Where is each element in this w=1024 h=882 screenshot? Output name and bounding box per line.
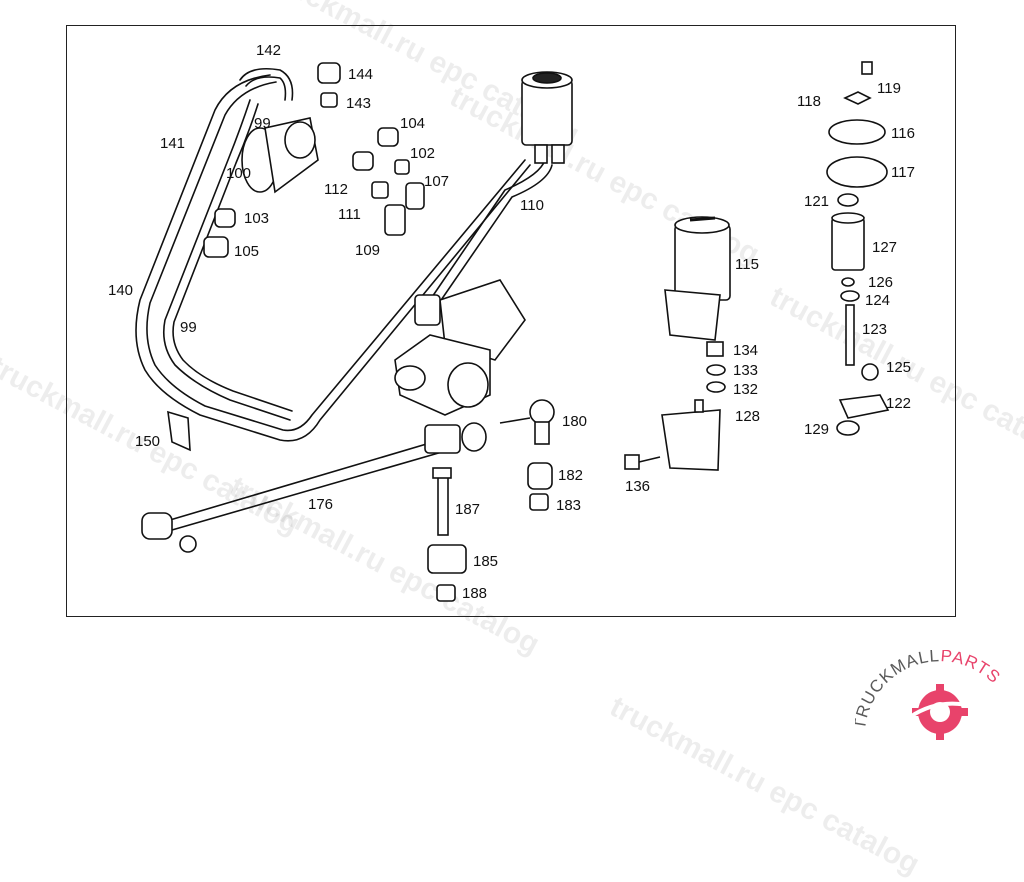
part-label: 99 [254,115,271,132]
part-label: 115 [735,256,759,273]
part-label: 104 [400,115,426,132]
part-label: 125 [886,359,912,376]
part-label: 141 [160,135,186,152]
part-label: 126 [868,274,894,291]
ball-joint-180 [499,399,555,445]
part-label: 183 [556,497,582,514]
part-label: 150 [135,433,161,450]
part-label: 102 [410,145,436,162]
part-label: 142 [256,42,282,59]
part-label: 136 [625,478,651,495]
boot-182 [527,462,553,511]
parts-diagram [135,61,890,602]
clamp-185 [427,467,467,602]
pump-100 [241,117,319,194]
part-label: 122 [886,395,912,412]
part-label: 124 [865,292,891,309]
part-label: 129 [804,421,830,438]
gear-icon [908,684,976,740]
washers [706,341,726,393]
bolt-136 [624,454,661,470]
steering-gear [394,279,526,416]
hose-110b [436,164,553,307]
part-label: 144 [348,66,374,83]
part-label: 176 [308,496,334,513]
part-label: 188 [462,585,488,602]
hose-140 [135,74,531,442]
cap-stack [826,61,890,436]
part-label: 132 [733,381,759,398]
fittings [203,62,425,258]
part-label: 99 [180,319,197,336]
part-label: 187 [455,501,481,518]
part-label: 107 [424,173,450,190]
part-label: 117 [891,164,915,181]
filter-115 [664,216,731,341]
part-label: 180 [562,413,588,430]
part-label: 133 [733,362,759,379]
part-label: 128 [735,408,761,425]
part-label: 100 [226,165,252,182]
tie-rod-end [424,422,487,454]
part-label: 127 [872,239,898,256]
part-label: 110 [520,197,544,214]
part-label: 105 [234,243,260,260]
part-label: 103 [244,210,270,227]
part-label: 182 [558,467,584,484]
part-label: 143 [346,95,372,112]
part-label: 123 [862,321,888,338]
part-label: 121 [804,193,830,210]
hose-142 [239,67,294,101]
bracket-128 [661,399,721,471]
reservoir [521,71,573,164]
clip-150 [167,410,191,452]
part-label: 118 [797,93,821,110]
hose-99-inner [172,103,293,412]
part-label: 112 [324,181,348,198]
hose-141 [146,81,526,432]
part-label: 134 [733,342,759,359]
diagram-frame [66,25,956,617]
part-label: 111 [338,206,361,223]
part-label: 140 [108,282,134,299]
part-label: 116 [891,125,915,142]
truckmall-parts-logo: TRUCKMALLPARTS [850,646,1020,745]
part-label: 119 [877,80,901,97]
hose-99 [162,99,291,421]
tie-rod-176 [141,439,443,553]
part-label: 109 [355,242,381,259]
part-label: 185 [473,553,499,570]
